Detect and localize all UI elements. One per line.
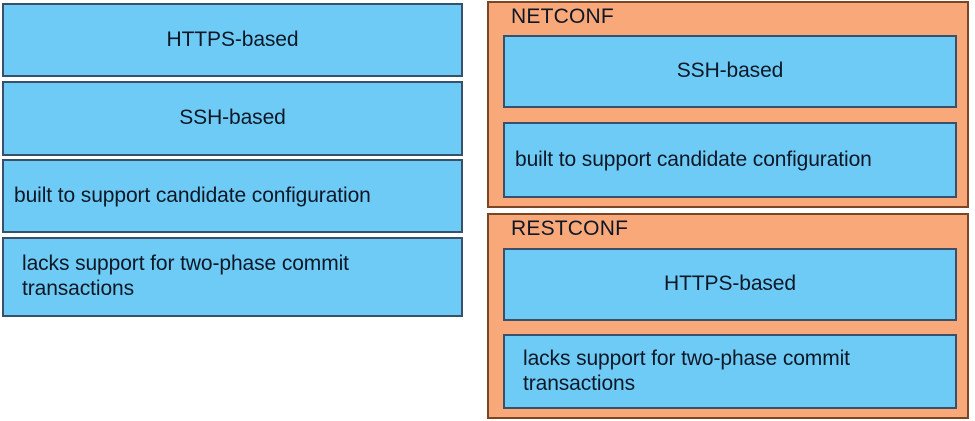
answer-choice-label: SSH-based	[179, 106, 286, 130]
drop-slot-restconf-2[interactable]: lacks support for two-phase commit trans…	[503, 334, 957, 409]
drop-slot-label: built to support candidate configuration	[515, 147, 872, 171]
panel-title-restconf: RESTCONF	[511, 217, 629, 240]
drop-slot-restconf-1[interactable]: HTTPS-based	[503, 248, 957, 321]
drop-slot-label: SSH-based	[676, 59, 784, 83]
answer-choice-label: built to support candidate configuration	[14, 183, 371, 207]
panel-title-netconf: NETCONF	[511, 5, 614, 28]
drop-slot-label: lacks support for two-phase commit trans…	[523, 346, 850, 395]
answer-choice-ssh-based[interactable]: SSH-based	[2, 81, 463, 156]
drop-panel-netconf[interactable]: NETCONF SSH-based built to support candi…	[487, 1, 969, 208]
answer-choice-label: HTTPS-based	[166, 27, 299, 51]
drop-panel-restconf[interactable]: RESTCONF HTTPS-based lacks support for t…	[487, 213, 969, 419]
answer-choice-https-based[interactable]: HTTPS-based	[2, 3, 463, 77]
answer-choice-candidate-configuration[interactable]: built to support candidate configuration	[2, 159, 463, 233]
drop-slot-netconf-1[interactable]: SSH-based	[503, 35, 957, 108]
drop-slot-label: HTTPS-based	[664, 272, 796, 296]
answer-choice-two-phase-commit[interactable]: lacks support for two-phase commit trans…	[2, 237, 463, 317]
answer-choice-label: lacks support for two-phase commit trans…	[22, 252, 349, 300]
drop-slot-netconf-2[interactable]: built to support candidate configuration	[503, 122, 957, 198]
